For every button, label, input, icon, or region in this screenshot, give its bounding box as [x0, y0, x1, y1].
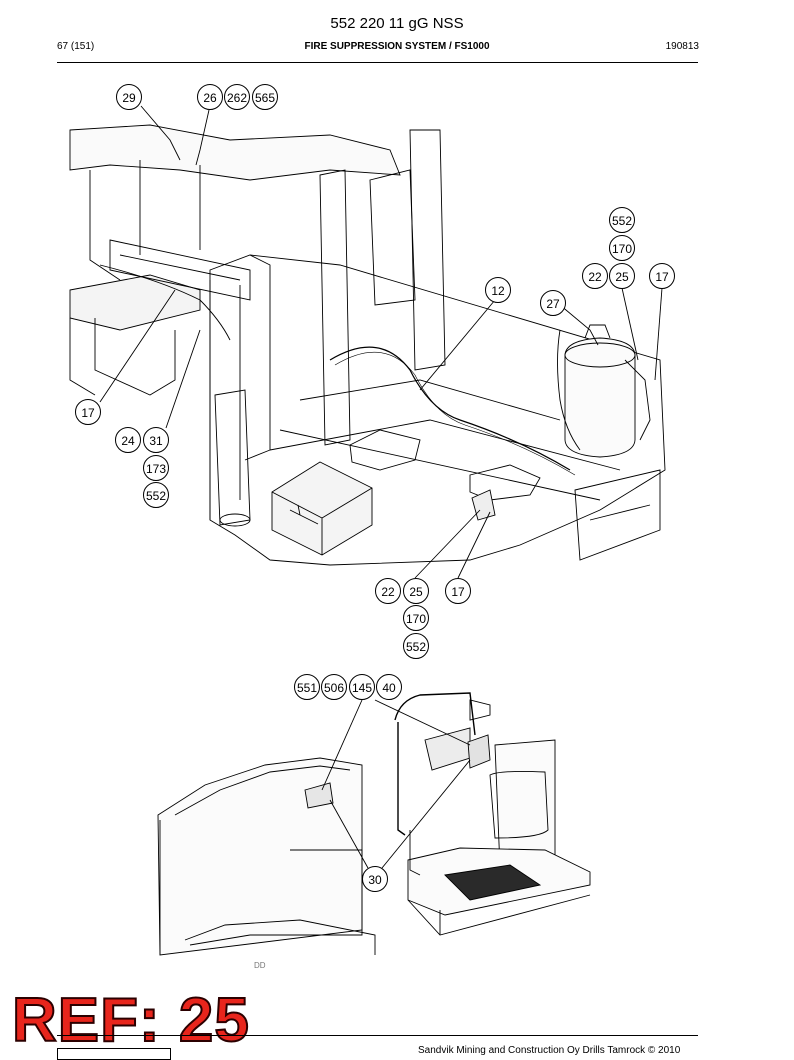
cabin-drawing — [157, 692, 591, 956]
callout-262: 262 — [224, 84, 250, 110]
callout-552: 552 — [403, 633, 429, 659]
drawing-code: DD — [254, 961, 266, 970]
callout-25: 25 — [609, 263, 635, 289]
callout-506: 506 — [321, 674, 347, 700]
callout-12: 12 — [485, 277, 511, 303]
callout-552: 552 — [143, 482, 169, 508]
page-number: 67 (151) — [57, 41, 95, 52]
document-code: 190813 — [665, 41, 699, 52]
sandvik-logo — [57, 1048, 171, 1060]
callout-17: 17 — [75, 399, 101, 425]
callout-30: 30 — [362, 866, 388, 892]
footer-rule — [57, 1035, 698, 1036]
callout-145: 145 — [349, 674, 375, 700]
callout-552: 552 — [609, 207, 635, 233]
document-title: 552 220 11 gG NSS — [330, 15, 464, 32]
header-rule — [57, 62, 698, 63]
copyright-text: Sandvik Mining and Construction Oy Drill… — [418, 1045, 681, 1056]
ref-stamp: REF: 25 — [11, 985, 250, 1056]
callout-24: 24 — [115, 427, 141, 453]
callout-25: 25 — [403, 578, 429, 604]
callout-29: 29 — [116, 84, 142, 110]
callout-551: 551 — [294, 674, 320, 700]
callout-173: 173 — [143, 455, 169, 481]
callout-22: 22 — [375, 578, 401, 604]
callout-17: 17 — [445, 578, 471, 604]
callout-17: 17 — [649, 263, 675, 289]
callout-170: 170 — [403, 605, 429, 631]
section-title: FIRE SUPPRESSION SYSTEM / FS1000 — [304, 41, 490, 52]
callout-170: 170 — [609, 235, 635, 261]
carrier-frame-drawing — [69, 105, 666, 579]
callout-31: 31 — [143, 427, 169, 453]
callout-27: 27 — [540, 290, 566, 316]
callout-40: 40 — [376, 674, 402, 700]
callout-26: 26 — [197, 84, 223, 110]
callout-22: 22 — [582, 263, 608, 289]
callout-565: 565 — [252, 84, 278, 110]
